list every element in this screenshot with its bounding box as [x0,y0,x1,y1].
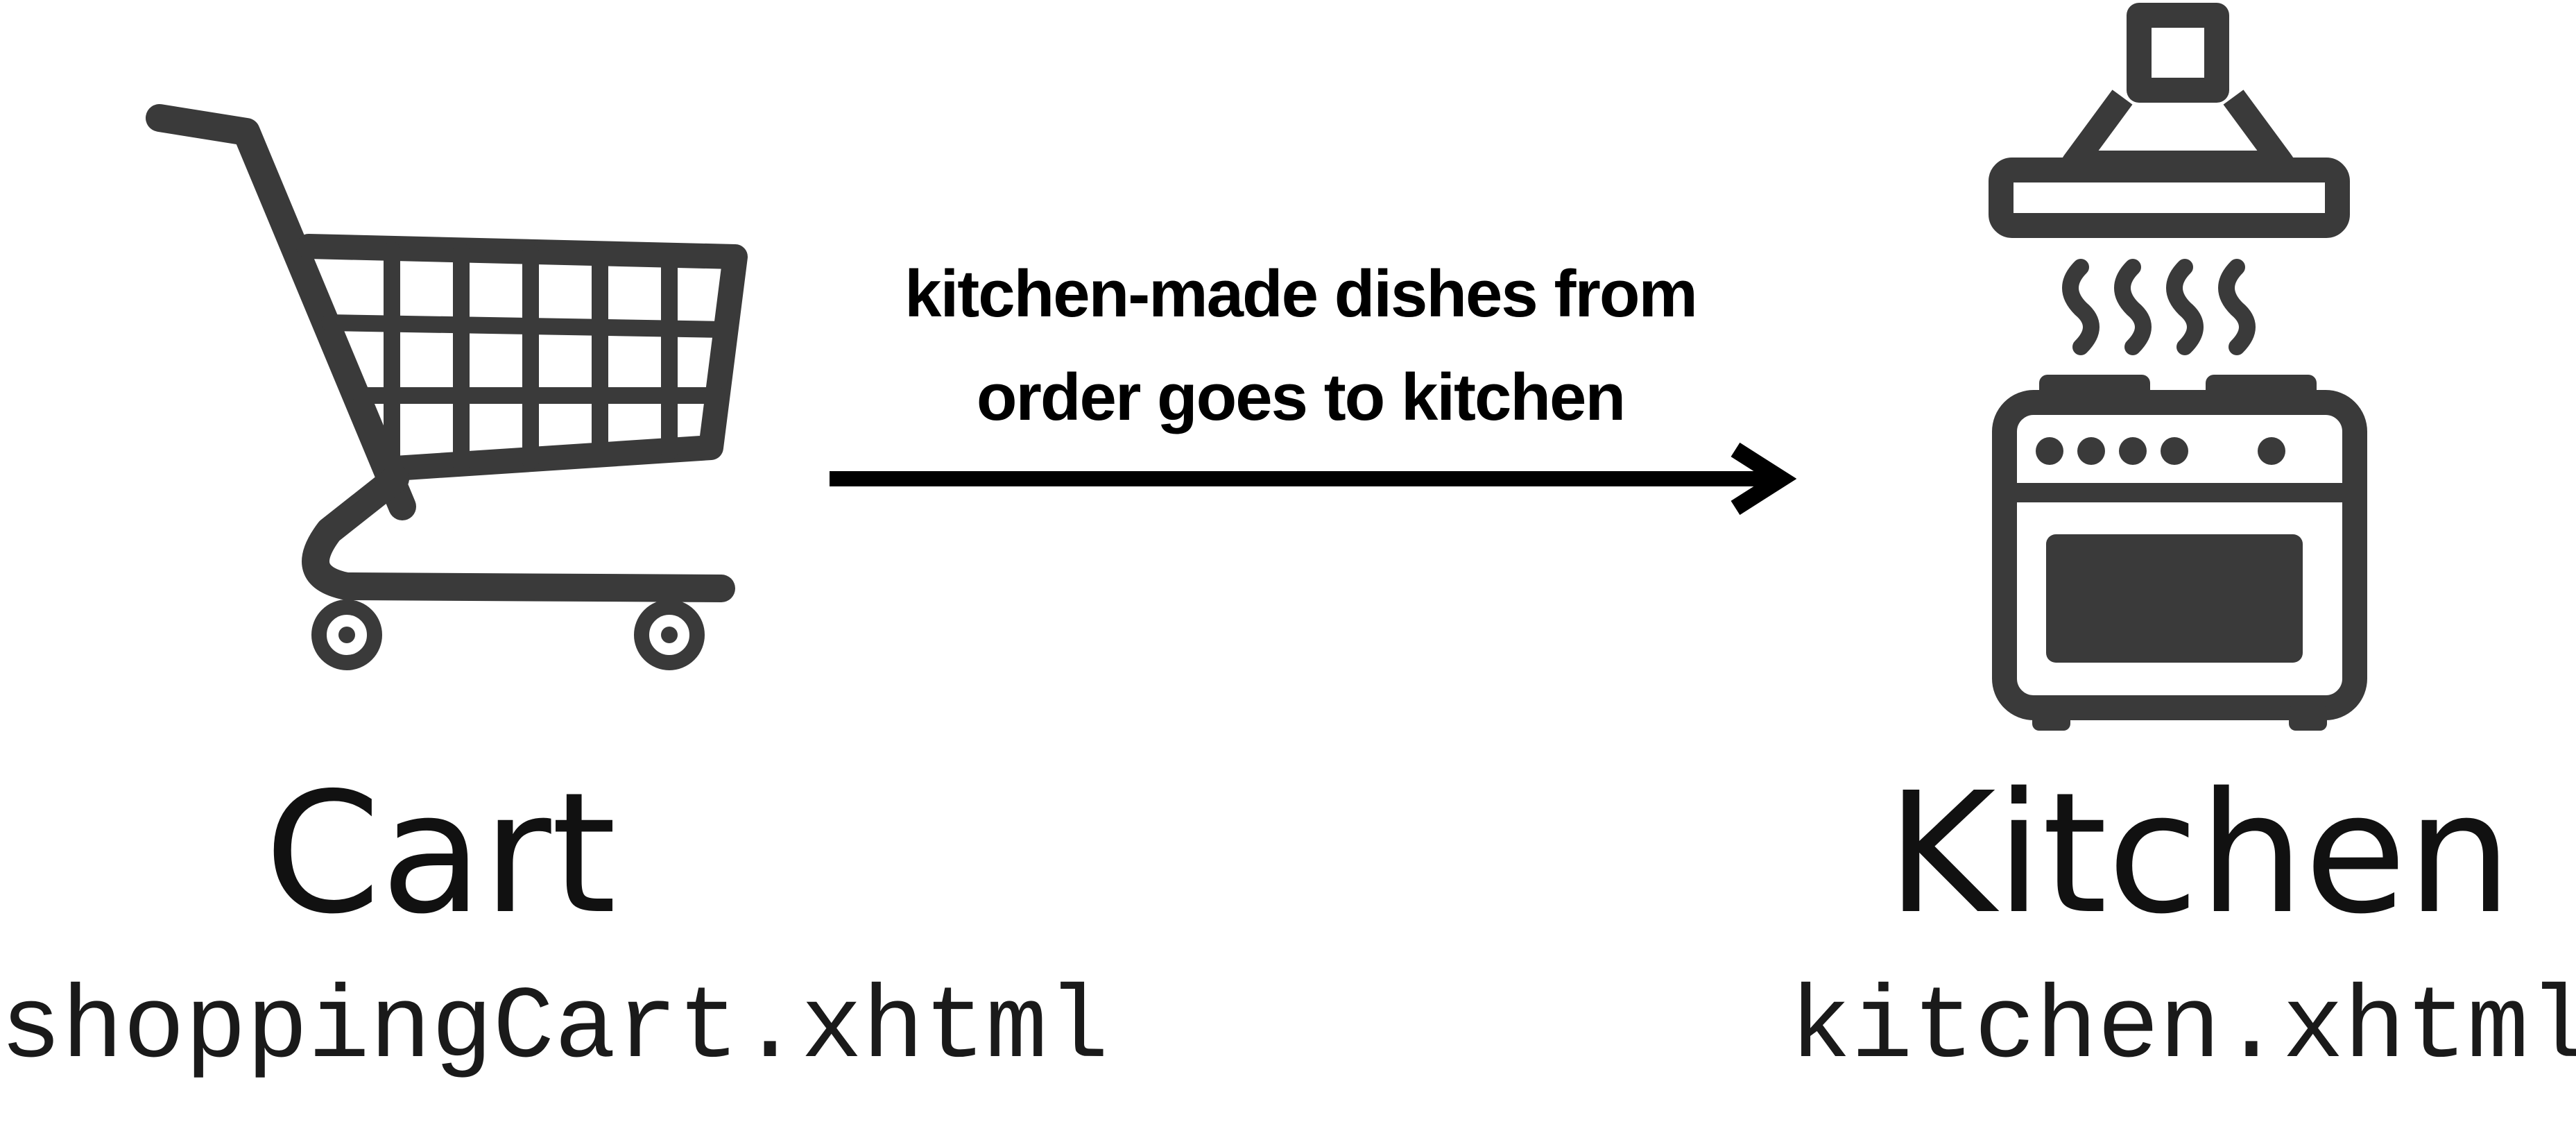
kitchen-filename: kitchen.xhtml [1789,971,2576,1087]
kitchen-title: Kitchen [1887,756,2512,951]
edge-label-line1: kitchen-made dishes from [904,257,1698,331]
shopping-cart-icon [146,104,748,670]
kitchen-stove-icon [1989,3,2367,731]
arrow [830,442,1796,516]
arrow-head-icon [1731,442,1796,516]
cart-title: Cart [264,756,617,951]
edge-label: kitchen-made dishes from order goes to k… [864,243,1737,450]
edge-label-line2: order goes to kitchen [976,359,1626,434]
cart-filename: shoppingCart.xhtml [0,971,1109,1087]
